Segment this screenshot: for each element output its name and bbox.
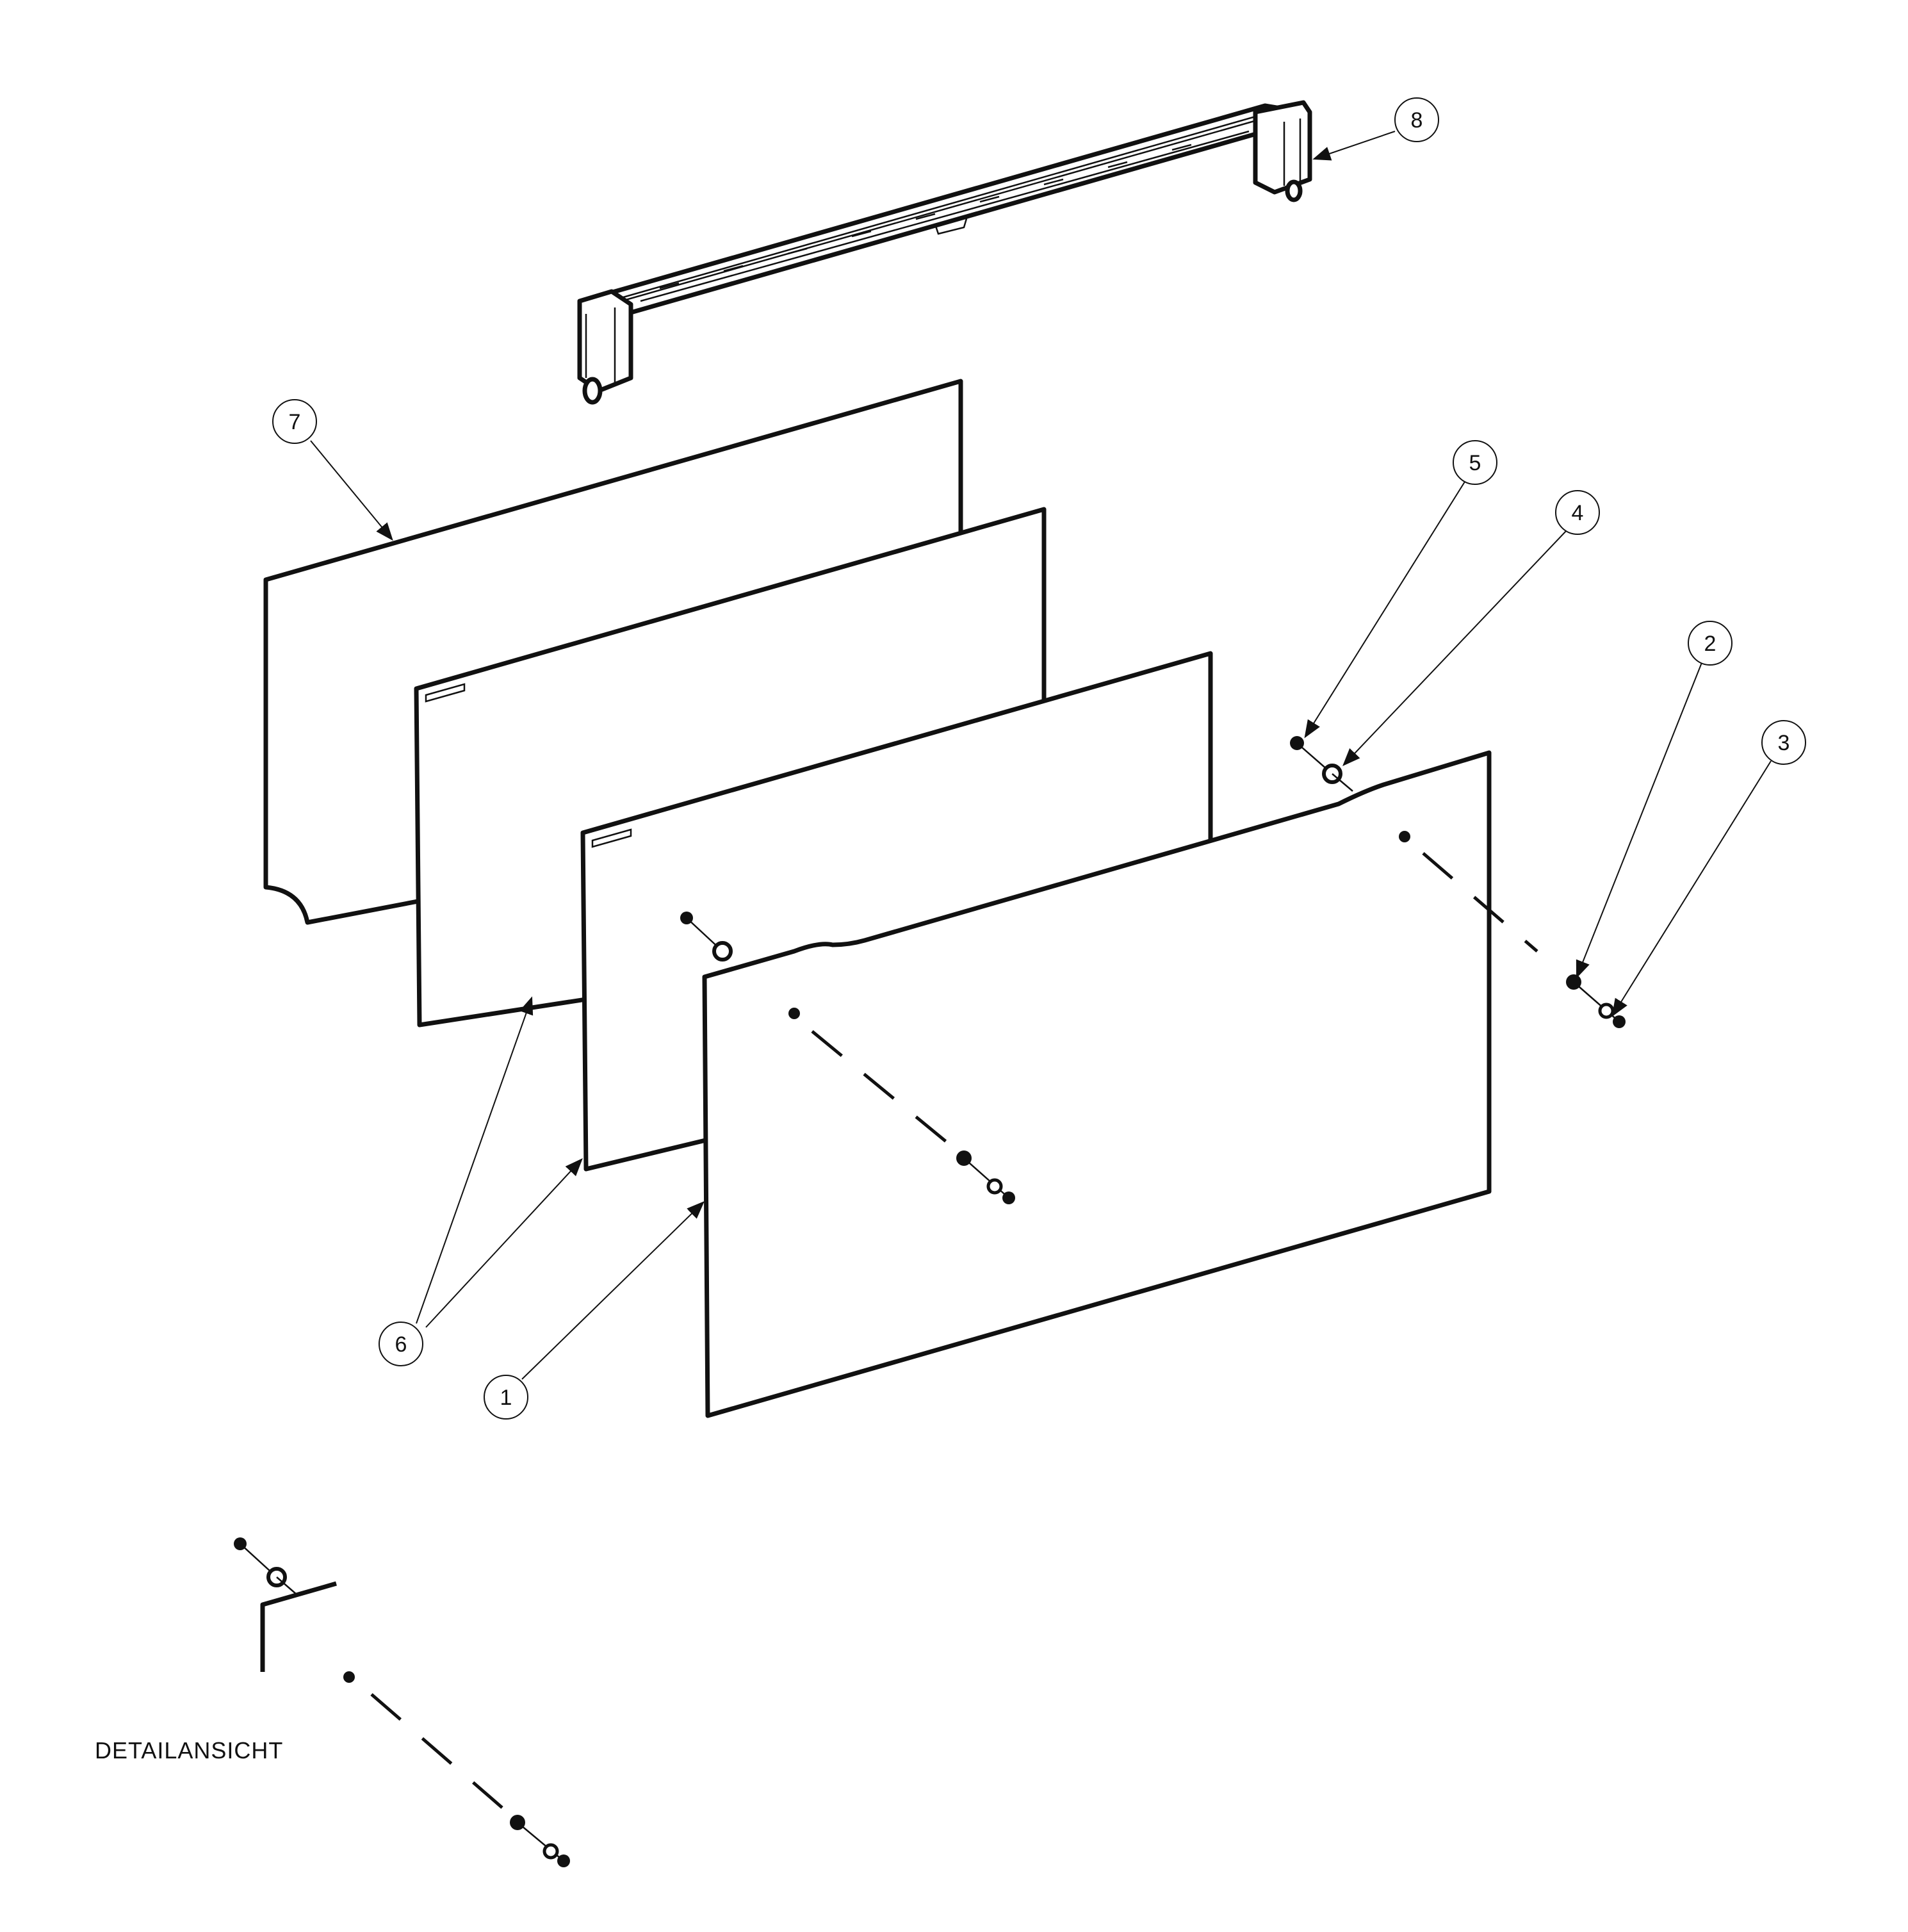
svg-text:6: 6 <box>395 1332 407 1357</box>
callout-2: 2 <box>1688 621 1733 666</box>
callout-3: 3 <box>1761 720 1806 765</box>
part-8-hinge-bar <box>577 100 1312 405</box>
fastener-assembly-left <box>680 912 1015 1204</box>
svg-text:4: 4 <box>1572 501 1584 525</box>
callout-7: 7 <box>272 399 317 444</box>
callouts: 8 7 5 4 2 3 6 1 <box>272 97 1806 1420</box>
svg-text:5: 5 <box>1469 451 1481 475</box>
part-1-front-glass <box>702 750 1492 1418</box>
svg-text:3: 3 <box>1778 731 1790 755</box>
svg-text:8: 8 <box>1411 108 1423 133</box>
detail-view-caption: DETAILANSICHT <box>95 1737 283 1764</box>
callout-6: 6 <box>379 1322 423 1366</box>
leader-lines <box>310 131 1772 1380</box>
svg-text:1: 1 <box>500 1386 512 1410</box>
callout-8: 8 <box>1394 97 1439 142</box>
detail-view: DETAILANSICHT <box>95 1537 570 1867</box>
svg-text:2: 2 <box>1704 632 1716 656</box>
callout-1: 1 <box>484 1375 528 1420</box>
callout-5: 5 <box>1453 440 1497 485</box>
svg-text:7: 7 <box>289 410 301 434</box>
callout-4: 4 <box>1555 490 1600 535</box>
